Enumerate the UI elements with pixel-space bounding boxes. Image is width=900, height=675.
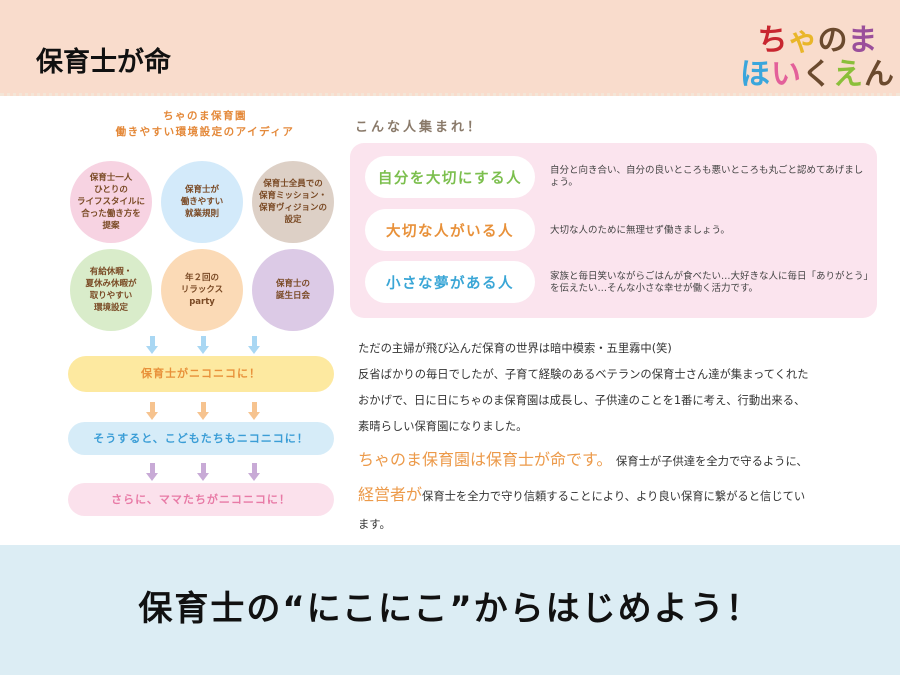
story-line-2: 反省ばかりの毎日でしたが、子育て経験のあるベテランの保育士さん達が集まってくれた (358, 368, 809, 381)
logo-char: ん (864, 57, 895, 92)
idea-circle: 有給休暇・ 夏休み休暇が 取りやすい 環境設定 (70, 249, 152, 331)
idea-circle: 保育士一人 ひとりの ライフスタイルに 合った働き方を 提案 (70, 161, 152, 243)
idea-circle: 年２回の リラックス party (161, 249, 243, 331)
arrow-down-icon (146, 473, 158, 481)
pill-loved-one: 大切な人がいる人 (365, 209, 535, 251)
result-step: そうすると、こどもたちもニコニコに！ (68, 422, 334, 455)
logo-char: ち (757, 23, 788, 58)
arrow-down-icon (146, 346, 158, 354)
story-line-1: ただの主婦が飛び込んだ保育の世界は暗中模索・五里霧中(笑) (358, 342, 672, 355)
story-line-5: ちゃのま保育園は保育士が命です。 保育士が子供達を全力で守るように、 (358, 446, 808, 470)
highlight-2: 経営者が (358, 485, 423, 504)
arrow-stem (200, 402, 206, 413)
result-step: 保育士がニコニコに！ (68, 356, 334, 392)
highlight-1: ちゃのま保育園は保育士が命です。 (358, 450, 613, 469)
diagram-title-1: ちゃのま保育園 (163, 110, 247, 122)
footer: 保育士の“にこにこ”からはじめよう！ (0, 545, 900, 675)
header: 保育士が命 ちゃのま ほいくえん (0, 0, 900, 96)
workplace-ideas-diagram: ちゃのま保育園 働きやすい環境設定のアイディア 保育士一人 ひとりの ライフスタ… (60, 96, 350, 545)
desc-self: 自分と向き合い、自分の良いところも悪いところも丸ごと認めてあげましょう。 (550, 165, 864, 188)
story-line-6: 経営者が保育士を全力で守り信頼することにより、より良い保育に繋がると信じてい (358, 481, 805, 505)
pill-self: 自分を大切にする人 (365, 156, 535, 198)
logo-line-1: ちゃのま (740, 24, 895, 58)
idea-circle: 保育士が 働きやすい 就業規則 (161, 161, 243, 243)
arrow-down-icon (248, 346, 260, 354)
logo-line-2: ほいくえん (740, 58, 895, 92)
arrow-down-icon (146, 412, 158, 420)
arrow-stem (149, 336, 155, 347)
section-title: こんな人集まれ！ (355, 120, 484, 135)
desc-loved-one: 大切な人のために無理せず働きましょう。 (550, 225, 730, 236)
arrow-stem (251, 336, 257, 347)
logo-char: え (833, 57, 864, 92)
arrow-down-icon (197, 412, 209, 420)
right-panel: こんな人集まれ！ 自分を大切にする人 自分と向き合い、自分の良いところも悪いとこ… (350, 96, 890, 545)
logo: ちゃのま ほいくえん (740, 24, 895, 92)
arrow-down-icon (248, 473, 260, 481)
logo-char: ま (847, 23, 878, 58)
arrow-stem (149, 402, 155, 413)
story-after-2: 保育士を全力で守り信頼することにより、より良い保育に繋がると信じてい (422, 490, 806, 503)
desc-dream: 家族と毎日笑いながらごはんが食べたい…大好きな人に毎日「ありがとう」を伝えたい…… (550, 271, 869, 294)
arrow-down-icon (248, 412, 260, 420)
arrow-down-icon (197, 346, 209, 354)
logo-char: の (817, 23, 848, 58)
result-step: さらに、ママたちがニコニコに！ (68, 483, 334, 516)
logo-char: い (771, 57, 802, 92)
story-line-4: 素晴らしい保育園になりました。 (358, 420, 528, 433)
logo-char: く (802, 57, 833, 92)
story-after-1: 保育士が子供達を全力で守るように、 (616, 455, 808, 468)
idea-circle: 保育士全員での 保育ミッション・ 保育ヴィジョンの 設定 (252, 161, 334, 243)
diagram-title-2: 働きやすい環境設定のアイディア (115, 126, 295, 138)
arrow-stem (251, 402, 257, 413)
story-line-7: ます。 (358, 518, 391, 531)
pill-dream: 小さな夢がある人 (365, 261, 535, 303)
logo-char: ほ (740, 57, 771, 92)
content: ちゃのま保育園 働きやすい環境設定のアイディア 保育士一人 ひとりの ライフスタ… (0, 96, 900, 545)
arrow-stem (251, 463, 257, 474)
idea-circle: 保育士の 誕生日会 (252, 249, 334, 331)
arrow-down-icon (197, 473, 209, 481)
page-title: 保育士が命 (36, 47, 171, 78)
logo-char: ゃ (787, 23, 818, 58)
story-line-3: おかげで、日に日にちゃのま保育園は成長し、子供達のことを1番に考え、行動出来る、 (358, 394, 806, 407)
arrow-stem (200, 463, 206, 474)
arrow-stem (149, 463, 155, 474)
slogan: 保育士の“にこにこ”からはじめよう！ (138, 589, 762, 629)
arrow-stem (200, 336, 206, 347)
people-panel: 自分を大切にする人 自分と向き合い、自分の良いところも悪いところも丸ごと認めてあ… (350, 143, 877, 318)
